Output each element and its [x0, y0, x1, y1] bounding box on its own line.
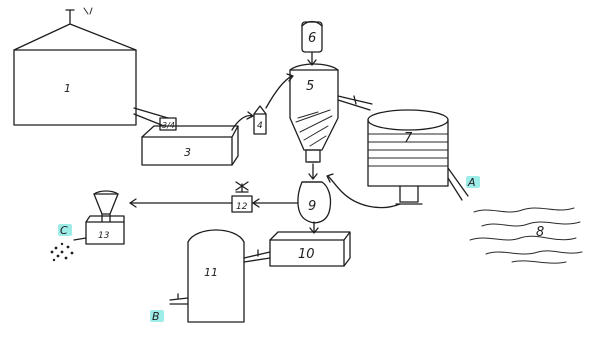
- label-10: 10: [298, 247, 315, 262]
- line-7-to-9: [328, 176, 400, 208]
- unit-4-valve: 4: [254, 106, 266, 134]
- unit-5-hopper: 5: [290, 64, 338, 162]
- label-12: 12: [236, 202, 248, 212]
- line-10-to-11: [244, 252, 270, 262]
- label-6: 6: [308, 31, 316, 46]
- unit-11-silo: 11: [170, 230, 244, 322]
- label-5: 5: [306, 79, 314, 94]
- unit-7-tank: 7: [368, 110, 448, 204]
- stream-c-output: C: [51, 224, 74, 261]
- unit-10-box: 10: [270, 232, 350, 266]
- label-7: 7: [404, 131, 413, 146]
- stream-a-outlet: A: [448, 168, 480, 200]
- label-b: B: [152, 310, 160, 323]
- unit-13-dispenser: 13: [74, 191, 124, 244]
- label-11: 11: [204, 266, 218, 279]
- label-9: 9: [308, 199, 316, 214]
- label-c: C: [60, 224, 68, 237]
- label-13: 13: [98, 231, 110, 241]
- unit-12-device: 12: [232, 182, 252, 212]
- unit-9-mixer: 9: [298, 182, 331, 223]
- label-a: A: [467, 176, 476, 189]
- stream-b-outlet: B: [150, 310, 164, 323]
- unit-6-canister: 6: [302, 22, 322, 66]
- label-8: 8: [536, 225, 544, 240]
- unit-3-box: 3: [142, 126, 238, 165]
- label-4: 4: [257, 121, 263, 131]
- line-4-to-5: [266, 76, 292, 108]
- unit-1-storage-building: 1: [14, 8, 136, 125]
- chute-1-to-3: 3/4: [134, 108, 176, 130]
- label-1: 1: [64, 82, 71, 95]
- unit-8-water: 8: [470, 208, 582, 263]
- label-3: 3: [184, 146, 191, 159]
